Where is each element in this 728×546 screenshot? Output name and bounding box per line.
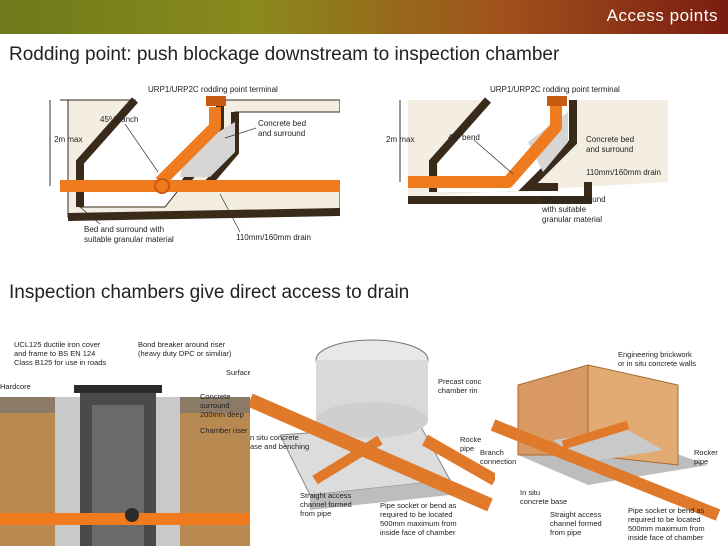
socket5-label-3: 500mm maximum from — [628, 524, 705, 533]
brick-branch-pipe — [561, 420, 630, 450]
bend-surround-label: and surround — [586, 145, 633, 154]
concrete-surround-label: and surround — [258, 129, 305, 138]
brick-label-1: Engineering brickwork — [618, 350, 692, 359]
surface-label: Surface — [226, 368, 250, 377]
rocker5-label-2: pipe — [694, 457, 708, 466]
straight5-label-2: channel formed — [550, 519, 602, 528]
granular-label-1: Bed and surround with — [84, 225, 164, 234]
inspection-chamber-section: UCL125 ductile iron cover and frame to B… — [0, 340, 250, 546]
situ-label-2: ase and benching — [250, 442, 309, 451]
slide-title: Access points — [606, 6, 718, 25]
straight-label-1: Straight access — [300, 491, 352, 500]
straight-label-2: channel formed — [300, 500, 352, 509]
bend-terminal-label: URP1/URP2C rodding point terminal — [490, 85, 620, 94]
main-pipe — [250, 393, 493, 512]
branch-pipe — [155, 107, 221, 187]
bend-bed-label: Concrete bed — [586, 135, 634, 144]
brick-chamber-diagram: Engineering brickwork or in situ concret… — [480, 350, 721, 542]
drain-pipe — [60, 180, 340, 192]
rodding-bend-diagram: 2m max URP1/URP2C rodding point terminal… — [386, 85, 668, 224]
socket5-label-1: Pipe socket or bend as — [628, 506, 705, 515]
bend-trench-right — [518, 100, 577, 191]
hardcore-label: Hardcore — [0, 382, 31, 391]
straight5-label-1: Straight access — [550, 510, 602, 519]
bond-label-1: Bond breaker around riser — [138, 340, 226, 349]
rocker5-label-1: Rocker — [694, 448, 718, 457]
max-depth-label: 2m max — [54, 135, 82, 144]
situ-label-1: n situ concrete — [250, 433, 299, 442]
granular-label-2: suitable granular material — [84, 235, 174, 244]
junction-joint — [154, 178, 170, 194]
title-bar: Access points — [0, 0, 728, 34]
bend-trench-floor — [408, 182, 592, 204]
rocker-pipe — [422, 434, 495, 486]
socket-label-4: inside face of chamber — [380, 528, 456, 537]
cover-label-2: and frame to BS EN 124 — [14, 349, 95, 358]
concrete-bed-label: Concrete bed — [258, 119, 306, 128]
branch-pipe-4 — [312, 435, 383, 485]
rocker-label-1: Rocke — [460, 435, 481, 444]
bend-granular-2: with suitable — [541, 205, 587, 214]
socket-label-1: Pipe socket or bend as — [380, 501, 457, 510]
trench-floor — [67, 208, 340, 221]
precast-chamber-diagram: Precast conc chamber rin Rocke pipe n si… — [250, 339, 495, 537]
straight-label-3: from pipe — [300, 509, 331, 518]
bend-max-label: 2m max — [386, 135, 414, 144]
cover-label-1: UCL125 ductile iron cover — [14, 340, 101, 349]
concrete-label-3: 200mm deep — [200, 410, 244, 419]
bend-pipe — [408, 106, 562, 188]
socket5-label-2: required to be located — [628, 515, 701, 524]
bend-label: 45º bend — [448, 133, 480, 142]
section-heading-inspection: Inspection chambers give direct access t… — [9, 282, 410, 303]
riser-label: Chamber riser — [200, 426, 248, 435]
bend-terminal-cap — [547, 96, 567, 106]
drain-label: 110mm/160mm drain — [236, 233, 311, 242]
concrete-label-2: surround — [200, 401, 230, 410]
base-label-2: concrete base — [520, 497, 567, 506]
precast-label-2: chamber rin — [438, 386, 478, 395]
branch-label-1: Branch — [480, 448, 504, 457]
section-drain-pipe — [0, 513, 250, 525]
socket-label-2: required to be located — [380, 510, 453, 519]
branch-label-2: connection — [480, 457, 516, 466]
concrete-bed — [180, 122, 235, 177]
section-heading-rodding: Rodding point: push blockage downstream … — [9, 44, 560, 65]
bond-label-2: (heavy duty DPC or similiar) — [138, 349, 232, 358]
cover-label-3: Class B125 for use in roads — [14, 358, 106, 367]
bend-granular-1: Bed and surround — [542, 195, 606, 204]
bend-granular-3: granular material — [542, 215, 602, 224]
branch-label: 45º branch — [100, 115, 139, 124]
concrete-label-1: Concrete — [200, 392, 230, 401]
rocker-label-2: pipe — [460, 444, 474, 453]
socket-label-3: 500mm maximum from — [380, 519, 457, 528]
rodding-branch-diagram: 2m max URP1/URP2C rodding point terminal… — [49, 85, 340, 244]
precast-label-1: Precast conc — [438, 377, 482, 386]
outlet-opening — [125, 508, 139, 522]
base-label-1: In situ — [520, 488, 540, 497]
socket5-label-4: inside face of chamber — [628, 533, 704, 542]
bend-drain-label: 110mm/160mm drain — [586, 168, 661, 177]
terminal-label: URP1/URP2C rodding point terminal — [148, 85, 278, 94]
terminal-cap — [206, 96, 226, 106]
straight5-label-3: from pipe — [550, 528, 581, 537]
brick-label-2: or in situ concrete walls — [618, 359, 696, 368]
brick-main-pipe — [490, 419, 721, 521]
cover-frame — [74, 385, 162, 393]
